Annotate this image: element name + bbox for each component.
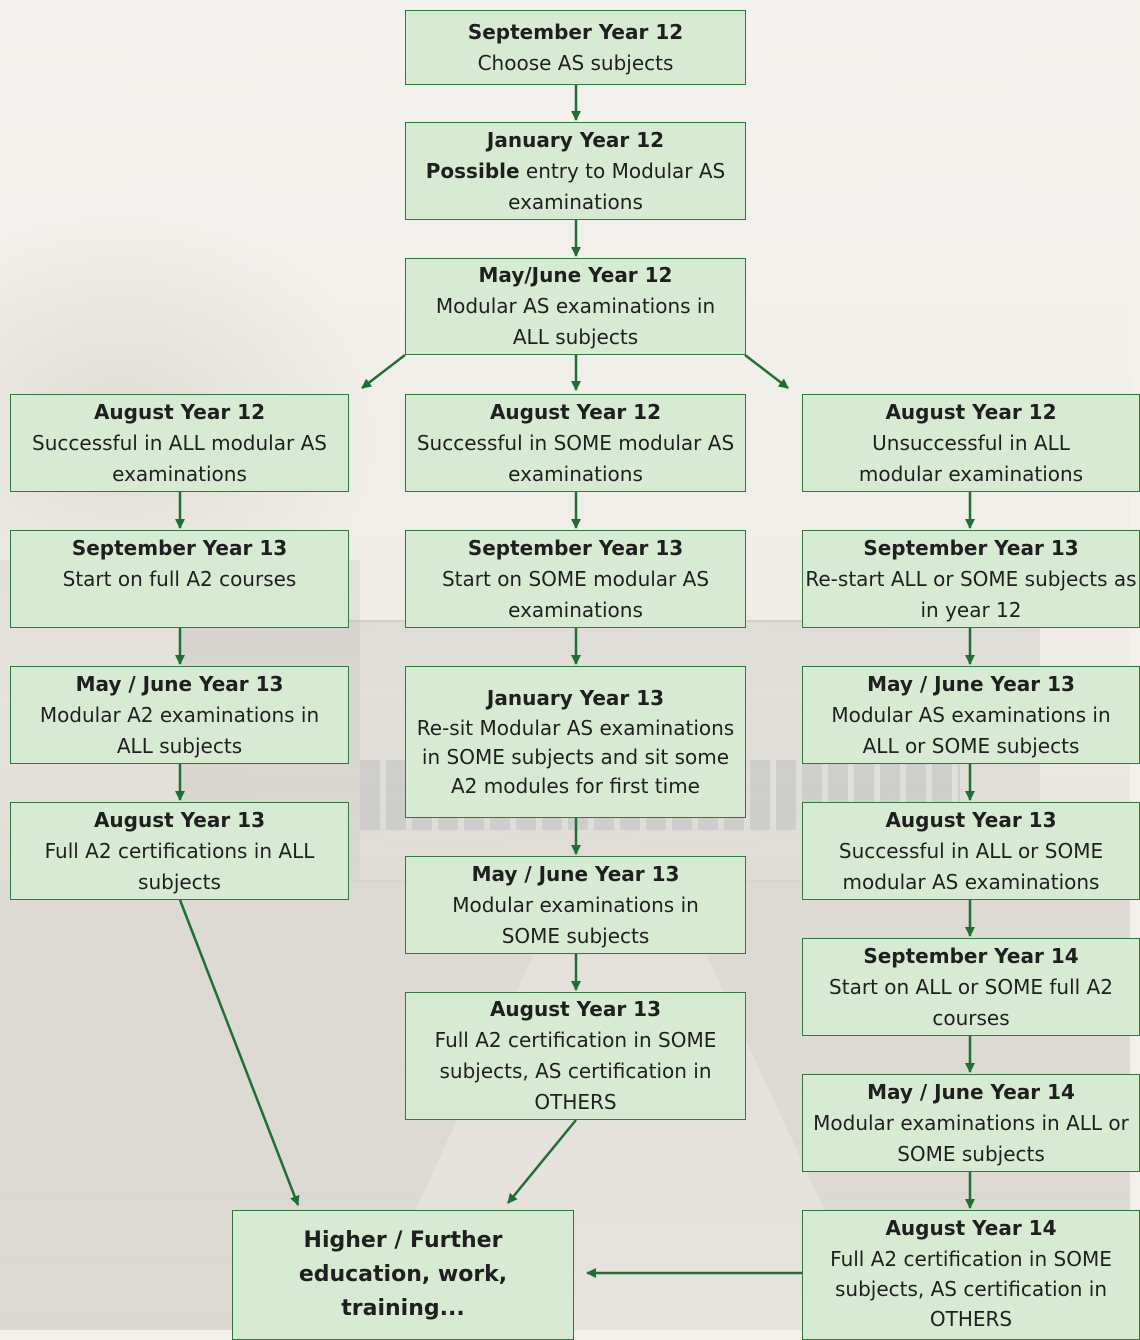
node-title: May/June Year 12	[478, 263, 673, 287]
node-jan13-b: January Year 13 Re-sit Modular AS examin…	[405, 666, 746, 818]
node-may14-c: May / June Year 14 Modular examinations …	[802, 1074, 1140, 1172]
node-body: Start on ALL or SOME full A2 courses	[829, 974, 1113, 1030]
node-title: August Year 12	[93, 399, 266, 424]
node-body: Re-sit Modular AS examinations in SOME s…	[416, 716, 735, 798]
node-body-rest: entry to Modular AS examinations	[508, 158, 726, 214]
node-aug12-un: August Year 12 Unsuccessful in ALL modul…	[802, 394, 1140, 492]
node-body: Start on full A2 courses	[62, 567, 297, 591]
node-sep14-c: September Year 14 Start on ALL or SOME f…	[802, 938, 1140, 1036]
node-title: May / June Year 13	[867, 671, 1075, 696]
node-title: August Year 12	[489, 399, 662, 424]
node-body: Possible entry to Modular AS examination…	[406, 156, 745, 218]
arrow-may12-aug12-all	[361, 354, 406, 389]
node-may13-a: May / June Year 13 Modular A2 examinatio…	[10, 666, 349, 764]
node-aug12-all: August Year 12 Successful in ALL modular…	[10, 394, 349, 492]
node-body: Full A2 certifications in ALL subjects	[44, 838, 315, 894]
node-final: Higher / Further education, work, traini…	[232, 1210, 574, 1340]
node-aug12-some: August Year 12 Successful in SOME modula…	[405, 394, 746, 492]
node-sep13-c: September Year 13 Re-start ALL or SOME s…	[802, 530, 1140, 628]
node-body: Successful in ALL modular AS examination…	[32, 430, 327, 486]
node-may12: May/June Year 12 Modular AS examinations…	[405, 258, 746, 355]
node-title: August Year 12	[885, 399, 1057, 424]
node-body: Re-start ALL or SOME subjects as in year…	[805, 566, 1137, 622]
node-body: Choose AS subjects	[477, 50, 674, 75]
node-aug14-c: August Year 14 Full A2 certification in …	[802, 1210, 1140, 1340]
node-body-emphasis: Possible	[425, 158, 520, 183]
node-body: Modular A2 examinations in ALL subjects	[39, 702, 320, 758]
node-aug13-b: August Year 13 Full A2 certification in …	[405, 992, 746, 1120]
node-body: Modular AS examinations in ALL or SOME s…	[831, 702, 1111, 758]
node-body: Modular AS examinations in ALL subjects	[435, 294, 716, 349]
node-may13-b: May / June Year 13 Modular examinations …	[405, 856, 746, 954]
node-title: May / June Year 13	[471, 861, 680, 886]
node-title: May / June Year 14	[867, 1079, 1075, 1104]
node-title: September Year 13	[71, 536, 288, 560]
node-title: August Year 14	[885, 1216, 1057, 1240]
node-sep12: September Year 12 Choose AS subjects	[405, 10, 746, 85]
arrow-aug13b-final	[507, 1119, 577, 1204]
node-title: August Year 13	[885, 807, 1057, 832]
node-title: August Year 13	[93, 807, 266, 832]
node-aug13-a: August Year 13 Full A2 certifications in…	[10, 802, 349, 900]
node-title: August Year 13	[489, 997, 662, 1021]
node-title: January Year 13	[486, 686, 665, 710]
node-title: May / June Year 13	[75, 671, 284, 696]
node-title: Higher / Further education, work, traini…	[298, 1228, 508, 1321]
arrow-aug13a-final	[178, 899, 300, 1206]
node-sep13-a: September Year 13 Start on full A2 cours…	[10, 530, 349, 628]
node-body: Start on SOME modular AS examinations	[441, 566, 710, 622]
node-body: Modular examinations in SOME subjects	[452, 892, 699, 948]
node-may13-c: May / June Year 13 Modular AS examinatio…	[802, 666, 1140, 764]
node-aug13-c: August Year 13 Successful in ALL or SOME…	[802, 802, 1140, 900]
node-body: Successful in ALL or SOME modular AS exa…	[838, 838, 1104, 894]
node-title: September Year 12	[467, 19, 684, 44]
node-title: January Year 12	[486, 127, 665, 152]
arrow-may12-aug12-un	[744, 354, 789, 389]
node-body: Modular examinations in ALL or SOME subj…	[813, 1110, 1129, 1166]
node-body: Unsuccessful in ALL modular examinations	[858, 430, 1084, 486]
node-jan12: January Year 12 Possible entry to Modula…	[405, 122, 746, 220]
node-title: September Year 13	[863, 535, 1079, 560]
node-title: September Year 14	[863, 943, 1079, 968]
node-body: Full A2 certification in SOME subjects, …	[434, 1028, 717, 1114]
node-body: Full A2 certification in SOME subjects, …	[830, 1247, 1112, 1331]
node-sep13-b: September Year 13 Start on SOME modular …	[405, 530, 746, 628]
node-body: Successful in SOME modular AS examinatio…	[416, 430, 735, 486]
node-title: September Year 13	[467, 535, 684, 560]
